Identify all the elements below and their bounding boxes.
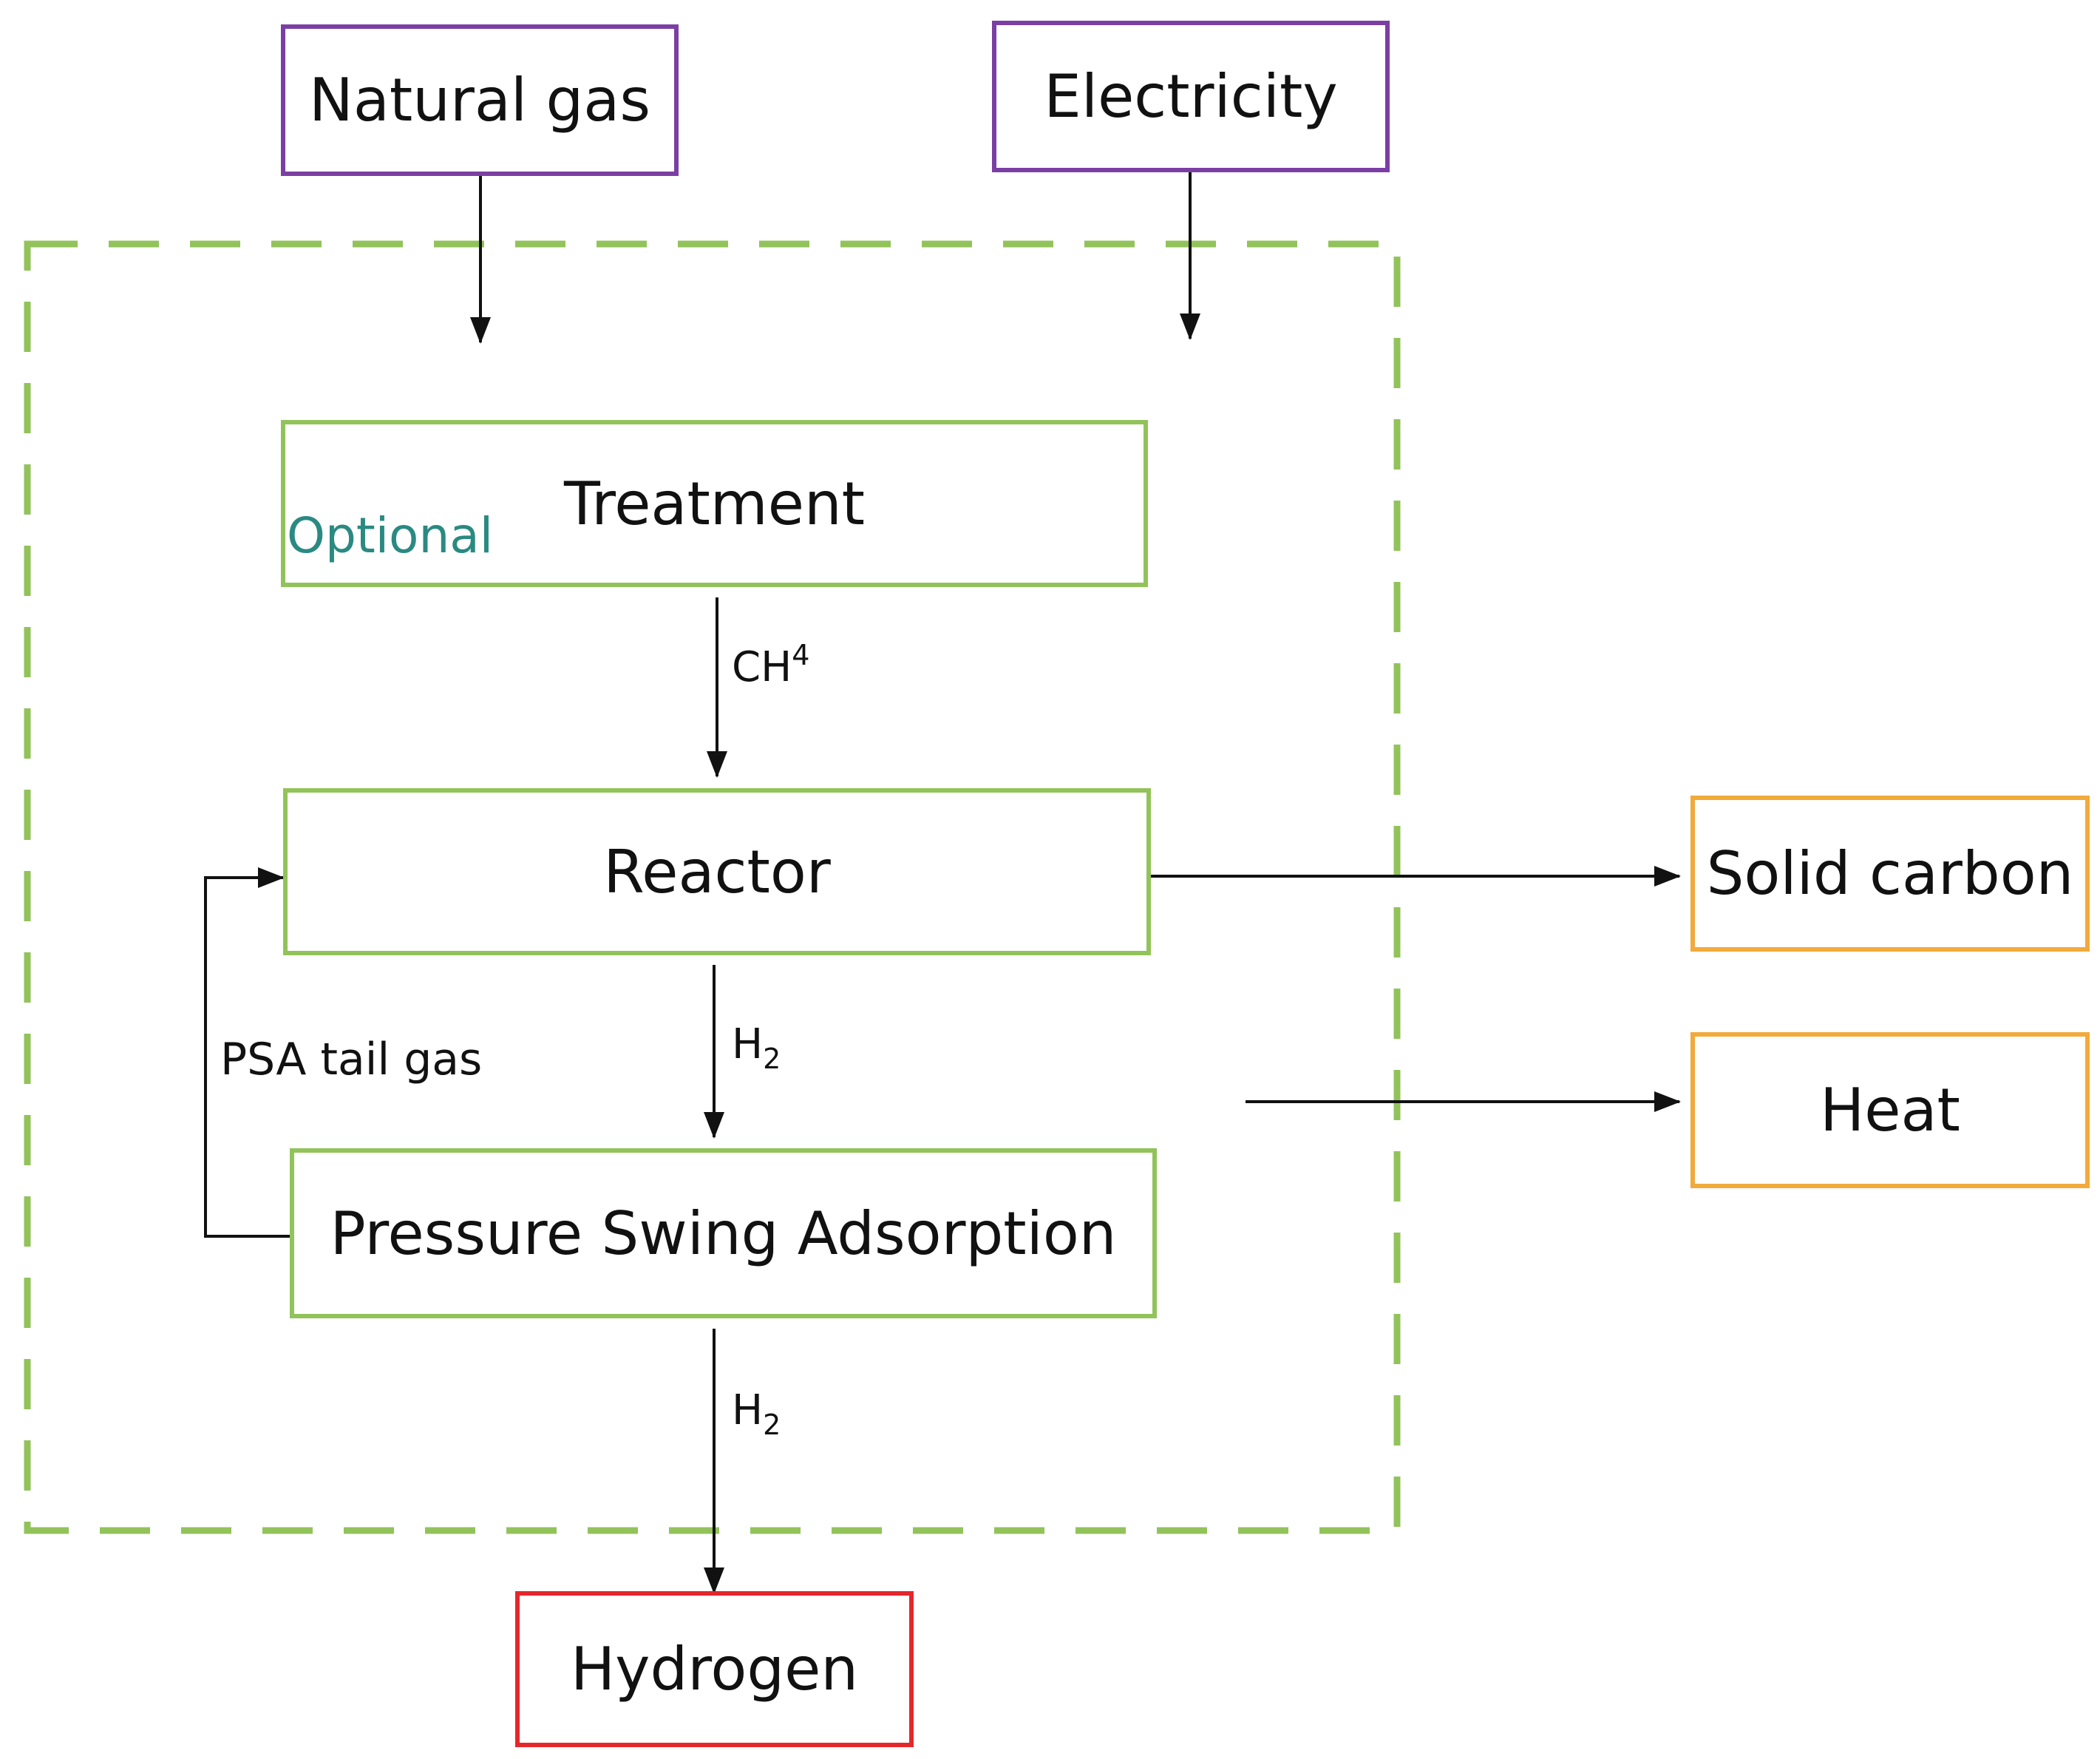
h2-flow-label-2: H2 — [732, 1386, 781, 1441]
solid-carbon-label: Solid carbon — [1706, 839, 2074, 908]
natural-gas-box: Natural gas — [281, 24, 679, 176]
solid-carbon-box: Solid carbon — [1690, 796, 2090, 952]
heat-label: Heat — [1820, 1076, 1960, 1145]
h2-flow-label-1: H2 — [732, 1020, 781, 1075]
h2-subscript-1: 2 — [763, 1043, 781, 1075]
h2-base-2: H — [732, 1386, 764, 1434]
h2-base-1: H — [732, 1020, 764, 1068]
electricity-label: Electricity — [1044, 62, 1338, 131]
treatment-label: Treatment — [563, 469, 866, 538]
electricity-box: Electricity — [992, 21, 1390, 172]
heat-box: Heat — [1690, 1032, 2090, 1188]
reactor-label: Reactor — [603, 837, 831, 906]
psa-box: Pressure Swing Adsorption — [290, 1148, 1157, 1318]
psa-tail-gas-label: PSA tail gas — [220, 1034, 483, 1085]
ch4-base: CH — [732, 643, 792, 691]
psa-label: Pressure Swing Adsorption — [330, 1199, 1117, 1268]
ch4-superscript: 4 — [792, 639, 810, 671]
ch4-flow-label: CH4 — [732, 639, 809, 691]
system-boundary — [24, 240, 1401, 1534]
treatment-box: Treatment — [281, 420, 1148, 587]
optional-label: Optional — [287, 507, 494, 564]
hydrogen-label: Hydrogen — [570, 1635, 859, 1704]
h2-subscript-2: 2 — [763, 1409, 781, 1441]
reactor-box: Reactor — [283, 788, 1151, 955]
hydrogen-box: Hydrogen — [515, 1591, 914, 1747]
natural-gas-label: Natural gas — [309, 66, 650, 135]
recycle-arrow — [204, 867, 290, 1238]
